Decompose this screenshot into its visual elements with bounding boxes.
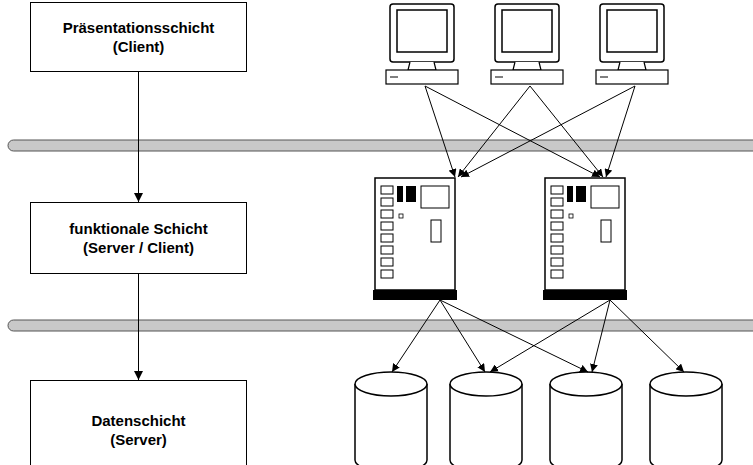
server-tower	[543, 178, 627, 300]
layer-arrow	[138, 274, 139, 380]
client-monitor	[491, 4, 563, 84]
layer-box: Präsentationsschicht (Client)	[30, 2, 247, 72]
layer-box: Datenschicht (Server)	[30, 380, 247, 465]
database-cylinder	[450, 372, 522, 465]
layer-label: Datenschicht (Server)	[69, 411, 209, 449]
connection-arrows	[392, 86, 684, 372]
database-cylinder	[355, 372, 427, 465]
layer-label: funktionale Schicht (Server / Client)	[49, 219, 229, 257]
network-bar	[8, 320, 753, 331]
client-monitor	[386, 4, 458, 84]
layer-label: Präsentationsschicht (Client)	[49, 18, 229, 56]
layer-box: funktionale Schicht (Server / Client)	[30, 202, 247, 274]
database-cylinder	[650, 372, 722, 465]
client-monitor	[596, 4, 668, 84]
database-cylinder	[550, 372, 622, 465]
server-tower	[373, 178, 457, 300]
network-bar	[8, 140, 753, 151]
layer-arrow	[138, 72, 139, 202]
